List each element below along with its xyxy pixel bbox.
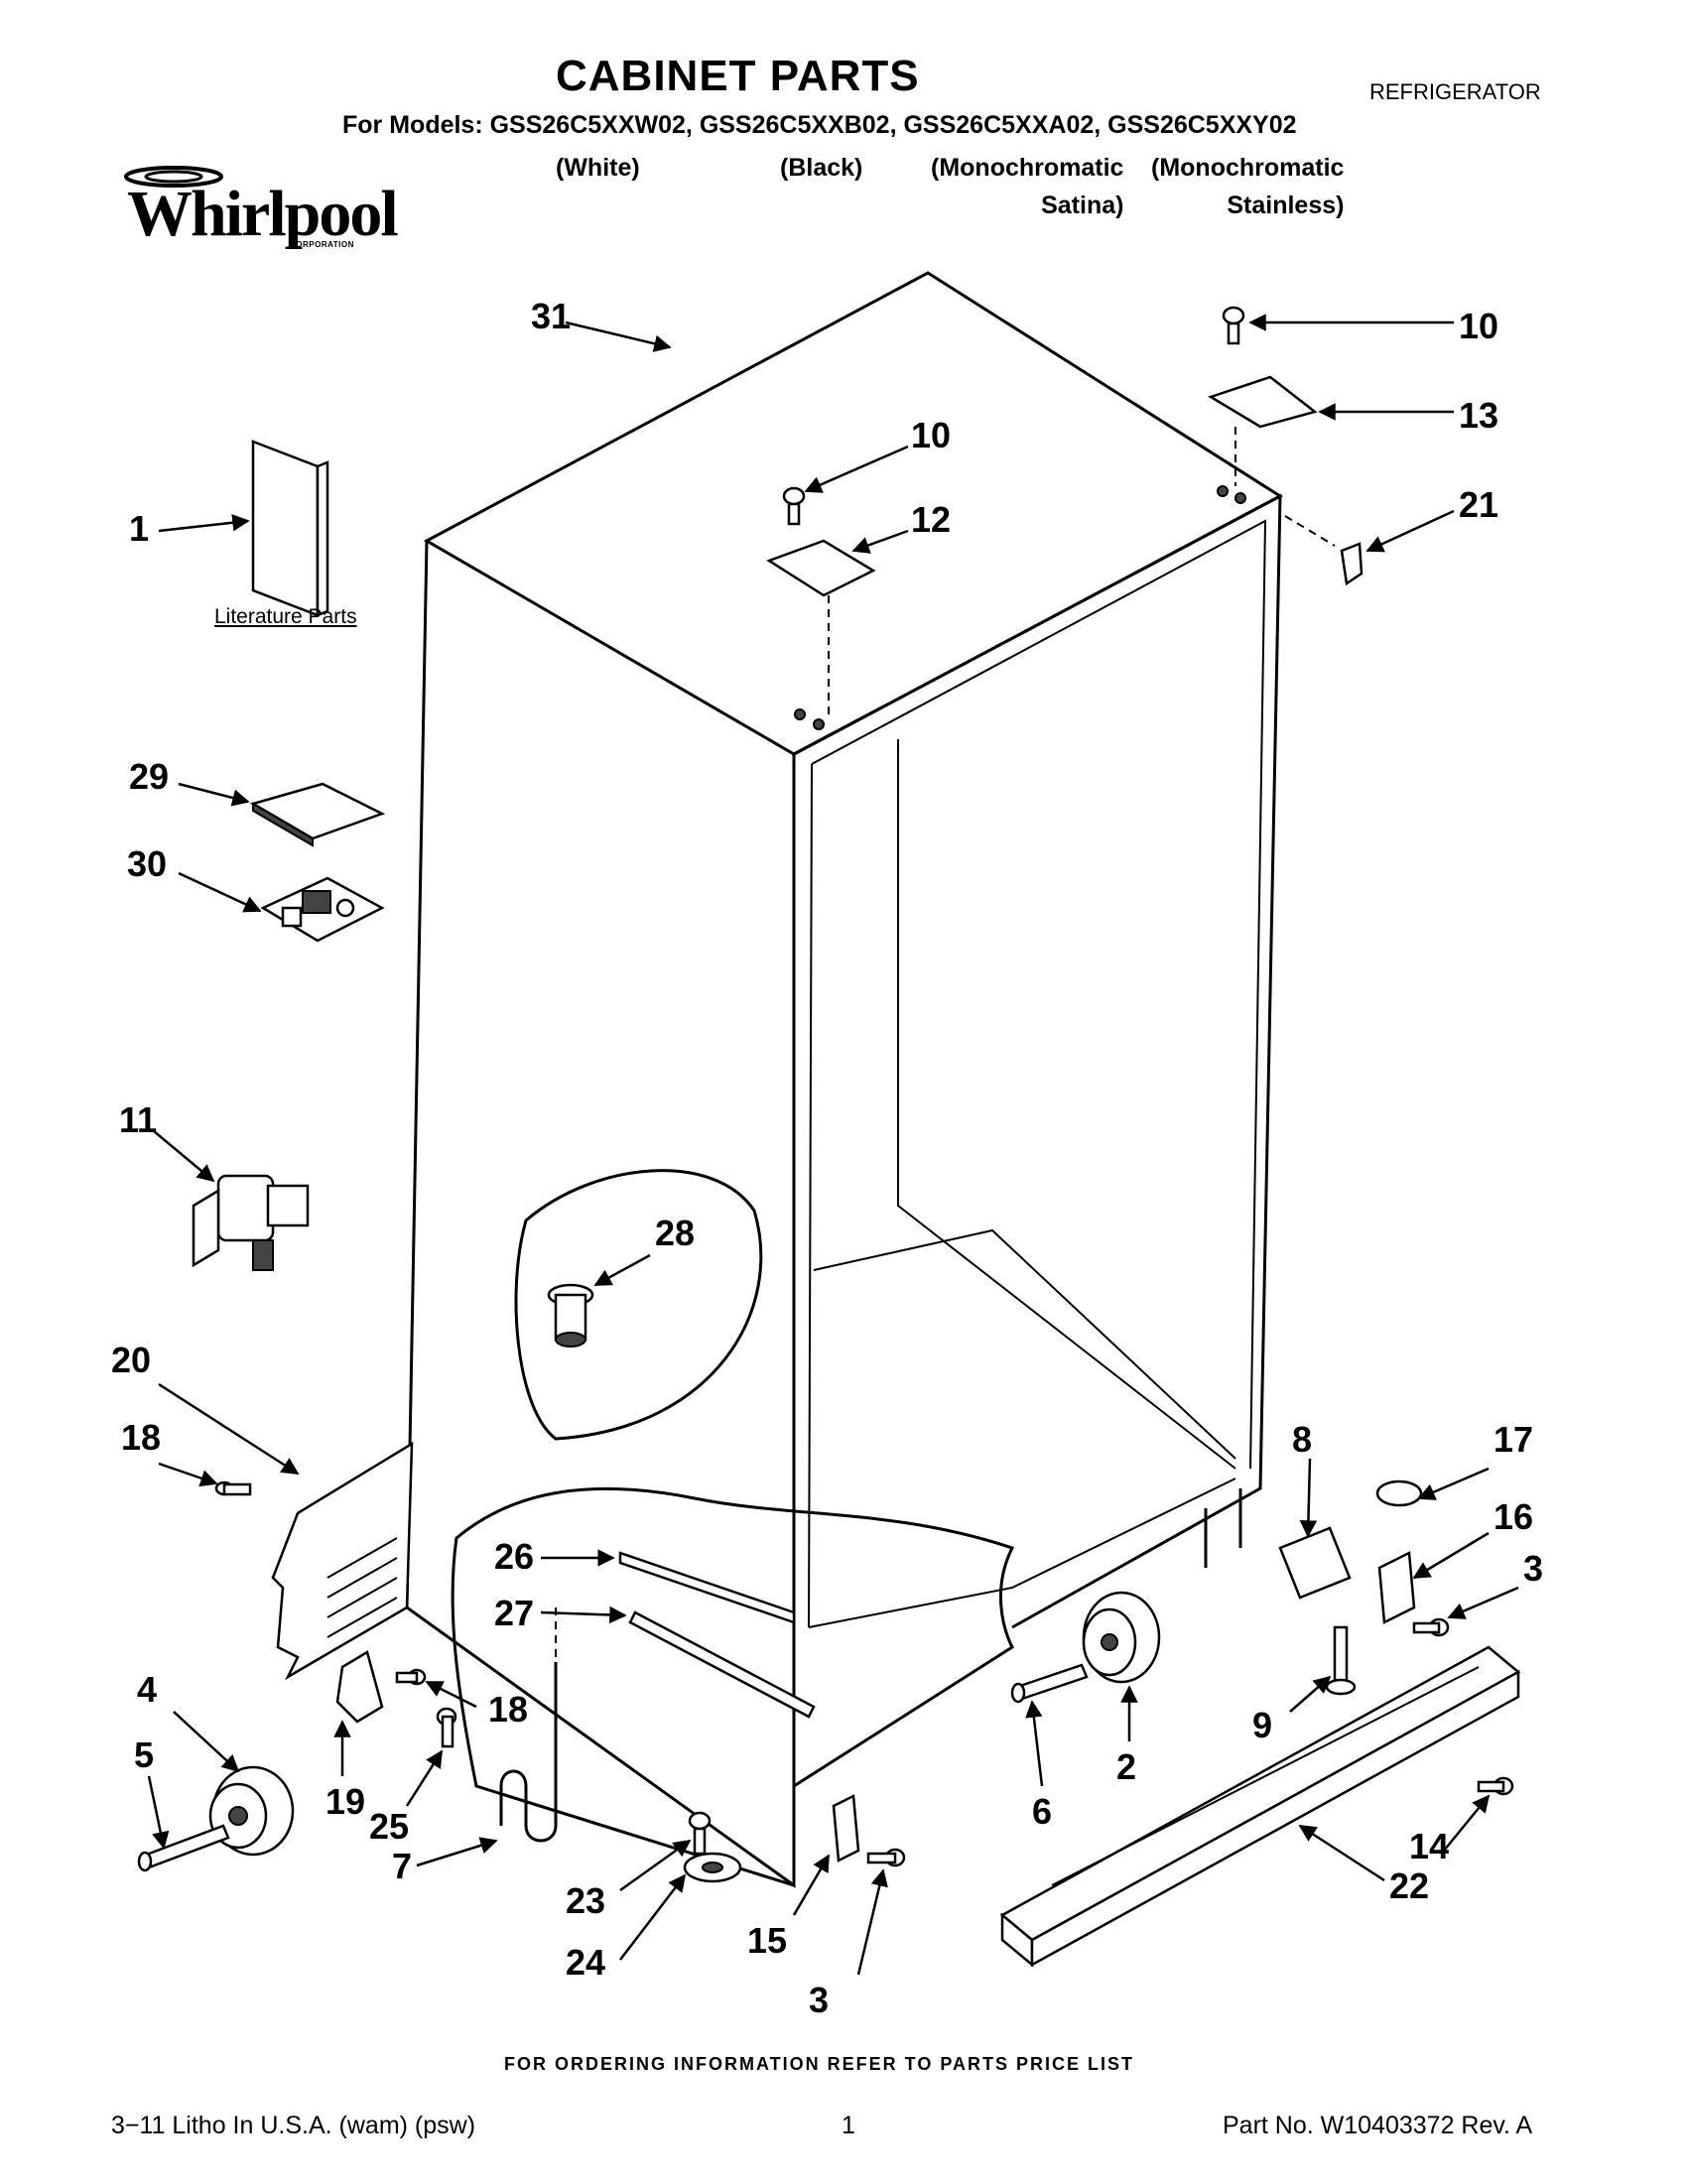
- washer-17: [1375, 1479, 1423, 1507]
- callout-23: 23: [566, 1880, 606, 1921]
- callout-29: 29: [129, 756, 170, 797]
- base-grille-22: [999, 1645, 1521, 1968]
- callout-12: 12: [911, 499, 952, 540]
- screw-3b: [1412, 1617, 1450, 1637]
- callout-11: 11: [119, 1099, 158, 1140]
- callout-30: 30: [127, 843, 168, 884]
- logo-corporation: CORPORATION: [290, 240, 354, 249]
- whirlpool-logo: [119, 159, 377, 263]
- page-title: CABINET PARTS: [556, 52, 920, 100]
- control-board-30: [260, 876, 385, 943]
- screw-25: [436, 1707, 457, 1748]
- ordering-note: FOR ORDERING INFORMATION REFER TO PARTS …: [504, 2054, 1135, 2074]
- screw-10-center: [782, 486, 806, 526]
- variant-black: (Black): [780, 154, 863, 182]
- part-number: Part No. W10403372 Rev. A: [1223, 2112, 1533, 2139]
- hinge-bracket-8: [1278, 1526, 1352, 1600]
- callout-14: 14: [1409, 1826, 1450, 1866]
- logo-swoosh-icon: [124, 166, 223, 188]
- axle-pin-5: [137, 1824, 230, 1872]
- screw-18a: [214, 1480, 252, 1496]
- callout-16: 16: [1493, 1496, 1534, 1537]
- callout-24: 24: [566, 1942, 606, 1983]
- drain-tube-7: [499, 1662, 558, 1843]
- axle-pin-6: [1010, 1663, 1089, 1704]
- roller-wheel-2: [1082, 1591, 1161, 1684]
- callout-3-bottom: 3: [809, 1980, 830, 2020]
- callout-31: 31: [531, 296, 572, 336]
- drain-fitting-28: [547, 1283, 594, 1348]
- callout-26: 26: [494, 1536, 535, 1577]
- hinge-12: [766, 539, 876, 597]
- control-cover-29: [249, 782, 386, 840]
- callout-8: 8: [1292, 1419, 1313, 1460]
- bracket-16: [1377, 1551, 1416, 1624]
- literature-part-1: [251, 440, 320, 617]
- bracket-19: [335, 1650, 384, 1724]
- callout-27: 27: [494, 1593, 535, 1633]
- screw-3a: [866, 1848, 906, 1867]
- callout-15: 15: [747, 1920, 788, 1961]
- cutaway-upper: [514, 1169, 763, 1441]
- category-label: REFRIGERATOR: [1369, 79, 1541, 104]
- hinge-13: [1208, 375, 1318, 429]
- callout-21: 21: [1459, 484, 1499, 525]
- literature-parts-label: Literature Parts: [214, 605, 357, 628]
- variant-white: (White): [556, 154, 640, 182]
- callout-4: 4: [137, 1669, 158, 1710]
- tube-26: [618, 1551, 796, 1624]
- screw-14: [1477, 1776, 1514, 1796]
- callout-17: 17: [1493, 1419, 1534, 1460]
- hinge-pin-9: [1325, 1625, 1357, 1696]
- rear-access-panel-20: [271, 1441, 414, 1681]
- callout-1: 1: [129, 508, 150, 549]
- screw-18b: [395, 1668, 427, 1686]
- callout-13: 13: [1459, 395, 1499, 436]
- callout-6: 6: [1032, 1791, 1053, 1832]
- foot-pad-24: [683, 1852, 742, 1883]
- roller-assembly-4: [208, 1765, 295, 1857]
- callout-10-center: 10: [911, 415, 952, 455]
- callout-5: 5: [134, 1734, 155, 1775]
- callout-9: 9: [1252, 1705, 1273, 1745]
- callout-2: 2: [1116, 1746, 1137, 1787]
- callout-28: 28: [655, 1213, 696, 1253]
- callout-7: 7: [392, 1846, 413, 1886]
- callout-25: 25: [369, 1806, 410, 1847]
- variant-satina: (Monochromatic Satina): [931, 154, 1124, 219]
- models-line: For Models: GSS26C5XXW02, GSS26C5XXB02, …: [342, 111, 1297, 139]
- litho-info: 3−11 Litho In U.S.A. (wam) (psw): [111, 2112, 476, 2139]
- callout-18-left: 18: [121, 1417, 162, 1458]
- leader-arrows: [147, 314, 1519, 1976]
- cutaway-lower: [451, 1486, 1015, 1888]
- callout-18-center: 18: [488, 1689, 529, 1730]
- bracket-15: [832, 1794, 860, 1863]
- callout-10-right: 10: [1459, 306, 1499, 346]
- callout-20: 20: [111, 1340, 152, 1380]
- plug-21: [1340, 542, 1363, 586]
- callout-19: 19: [325, 1781, 366, 1822]
- variant-stainless: (Monochromatic Stainless): [1151, 154, 1345, 219]
- tube-27: [628, 1610, 816, 1719]
- water-valve-11: [192, 1174, 310, 1271]
- callout-22: 22: [1389, 1865, 1430, 1906]
- callout-3-right: 3: [1523, 1548, 1544, 1589]
- page-number: 1: [842, 2112, 855, 2139]
- screw-10-right: [1222, 306, 1245, 345]
- logo-wordmark: Whirlpool: [127, 178, 399, 250]
- cabinet-shell: [405, 271, 1283, 1888]
- leveling-leg-23: [688, 1811, 712, 1856]
